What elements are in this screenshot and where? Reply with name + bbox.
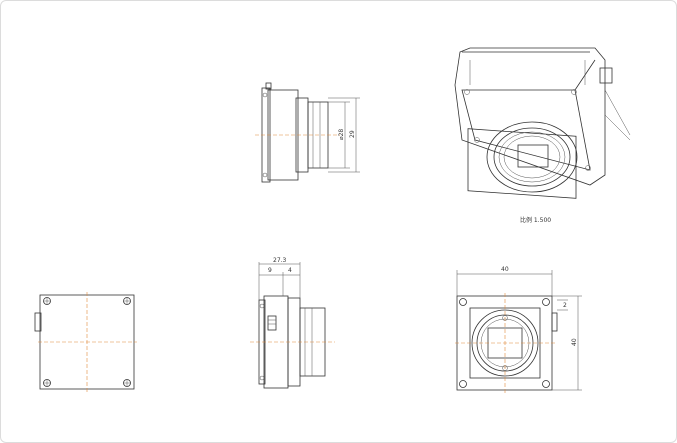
iso-front-plate (461, 89, 591, 171)
dim-2: 2 (563, 302, 567, 309)
iso-lens-ring-outer (486, 121, 578, 193)
back-connector (34, 312, 42, 332)
side-bottom-connector (267, 315, 277, 331)
side-view-top: ⌀28 29 (255, 82, 360, 183)
screw-bl (43, 379, 51, 387)
isometric-view: 比例 1.500 (454, 47, 631, 224)
dim-27-3: 27.3 (273, 257, 287, 264)
dim-width-40: 40 (501, 266, 509, 273)
back-view (34, 292, 137, 392)
front-lens-outer (471, 309, 539, 377)
dim-height-29: 29 (349, 130, 356, 138)
iso-sensor (517, 144, 549, 168)
scale-label: 比例 1.500 (520, 216, 551, 224)
side-view-bottom: 27.3 9 4 (250, 257, 335, 389)
front-connector (551, 312, 558, 332)
iso-face (467, 128, 577, 199)
front-screw-tr (542, 298, 550, 306)
dim-4: 4 (288, 267, 292, 274)
screw-tl (43, 297, 51, 305)
dim-diameter: ⌀28 (338, 129, 345, 140)
iso-connector (599, 67, 613, 84)
front-screw-bl (459, 380, 467, 388)
front-view: 40 40 2 (455, 266, 582, 393)
dim-9: 9 (268, 267, 272, 274)
screw-tr (123, 297, 131, 305)
front-screw-tl (459, 298, 467, 306)
side-top-connector (265, 82, 272, 90)
iso-outline (454, 47, 606, 186)
front-screw-br (542, 380, 550, 388)
screw-br (123, 379, 131, 387)
dim-height-40: 40 (571, 338, 578, 346)
